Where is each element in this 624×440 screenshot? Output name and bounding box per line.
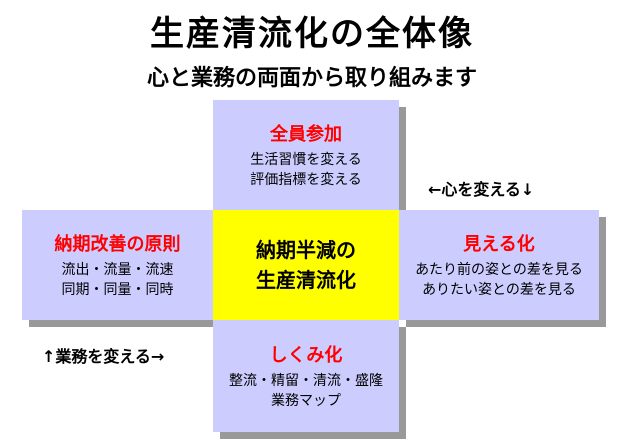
box-right-visualization: 見える化 あたり前の姿との差を見る ありたい姿との差を見る bbox=[399, 210, 599, 320]
box-right-heading: 見える化 bbox=[463, 234, 535, 255]
box-bottom-line-1: 整流・精留・清流・盛隆 bbox=[229, 373, 383, 389]
box-right-line-2: ありたい姿との差を見る bbox=[422, 282, 576, 298]
box-right-line-1: あたり前の姿との差を見る bbox=[415, 262, 583, 278]
box-top-heading: 全員参加 bbox=[270, 124, 342, 145]
diagram-subtitle: 心と業務の両面から取り組みます bbox=[146, 66, 477, 91]
box-bottom-systemization: しくみ化 整流・精留・清流・盛隆 業務マップ bbox=[213, 320, 399, 432]
box-top-line-2: 評価指標を変える bbox=[250, 172, 362, 188]
note-change-heart: ←心を変える↓ bbox=[428, 180, 535, 199]
box-top-line-1: 生活習慣を変える bbox=[250, 152, 362, 168]
diagram-title: 生産清流化の全体像 bbox=[150, 14, 474, 54]
box-bottom-heading: しくみ化 bbox=[269, 345, 343, 366]
box-left-principles: 納期改善の原則 流出・流量・流速 同期・同量・同時 bbox=[22, 210, 213, 320]
box-left-line-2: 同期・同量・同時 bbox=[61, 282, 174, 298]
box-top-participation: 全員参加 生活習慣を変える 評価指標を変える bbox=[213, 100, 399, 210]
box-left-heading: 納期改善の原則 bbox=[54, 234, 181, 255]
center-goal-box: 納期半減の 生産清流化 bbox=[213, 210, 399, 320]
box-bottom-line-2: 業務マップ bbox=[271, 393, 341, 409]
center-line-2: 生産清流化 bbox=[256, 268, 356, 292]
note-change-work: ↑業務を変える→ bbox=[42, 347, 165, 366]
center-line-1: 納期半減の bbox=[256, 238, 356, 262]
box-left-line-1: 流出・流量・流速 bbox=[61, 262, 174, 278]
